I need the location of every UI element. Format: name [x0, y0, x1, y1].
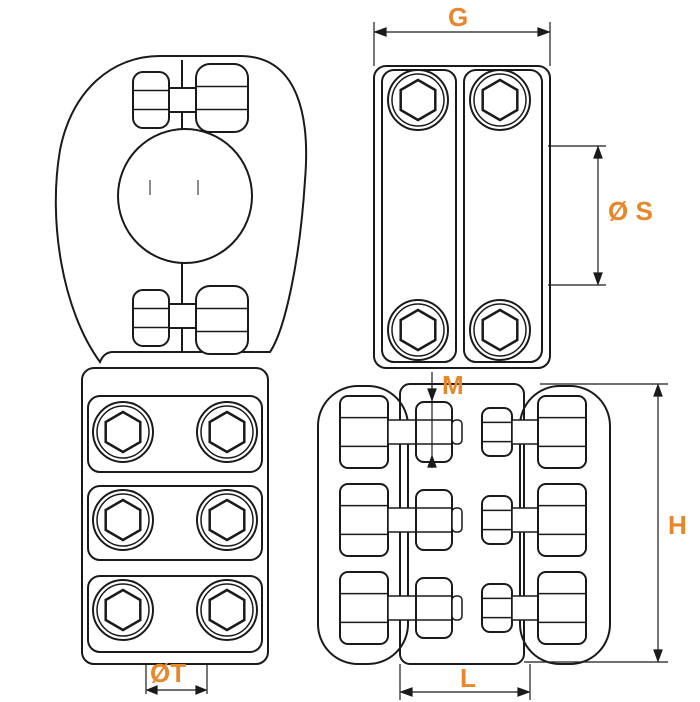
bolt-shank — [387, 419, 417, 445]
h-arrow-top — [653, 383, 663, 397]
bolt-washer — [96, 405, 150, 459]
plate-pad — [87, 485, 263, 561]
pipe-bore-circle — [117, 128, 253, 264]
side-hex-nut — [537, 571, 587, 645]
bolt-washer — [473, 303, 527, 357]
bolt-shank — [387, 595, 417, 621]
bolt-shank — [511, 419, 539, 445]
t-arrow-left — [145, 685, 158, 695]
side-hex-nut — [537, 395, 587, 469]
bolt-shank — [168, 87, 197, 113]
bottom-bolt-group — [132, 285, 249, 355]
side-hex-nut — [481, 583, 513, 633]
plate-pad — [87, 575, 263, 653]
dimension-label-h: H — [668, 510, 687, 540]
bolt-washer — [96, 583, 150, 637]
hex-socket — [399, 308, 437, 352]
hex-nut — [195, 63, 249, 133]
hex-nut — [132, 289, 170, 347]
hex-socket — [481, 78, 519, 122]
bolt-washer — [200, 493, 254, 547]
side-hex-nut — [481, 495, 513, 545]
side-hex-nut — [537, 483, 587, 557]
top-bolt-group — [132, 63, 249, 133]
side-hex-nut — [481, 407, 513, 457]
plate-pad — [87, 395, 263, 473]
m-arrow-top — [427, 388, 437, 402]
dimension-label-l: L — [460, 663, 476, 693]
back-plate-outline — [373, 65, 551, 369]
bolt-shank — [511, 595, 539, 621]
hex-socket — [104, 498, 142, 542]
bolt-layer — [92, 69, 587, 645]
bolt-washer — [473, 73, 527, 127]
hex-socket — [104, 588, 142, 632]
side-hex-nut — [339, 395, 389, 469]
dimension-lines — [145, 22, 668, 700]
dimension-label-g: G — [448, 2, 469, 32]
m-arrow-bottom — [427, 454, 437, 468]
l-arrow-left — [399, 687, 413, 697]
bolt-tip — [451, 595, 463, 621]
bolt-washer — [200, 405, 254, 459]
dimension-label-s: Ø S — [608, 196, 653, 226]
l-arrow-right — [517, 687, 531, 697]
g-arrow-left — [373, 27, 387, 37]
h-arrow-bottom — [653, 649, 663, 663]
left-view-clamp — [54, 55, 308, 665]
side-hex-nut — [415, 489, 453, 551]
bolt-shank — [387, 507, 417, 533]
bolt-washer — [200, 583, 254, 637]
bolt-shank — [168, 303, 197, 329]
bolt-washer — [96, 493, 150, 547]
hex-socket — [399, 78, 437, 122]
side-hex-nut — [339, 483, 389, 557]
hex-socket — [208, 410, 246, 454]
dimension-label-m: M — [442, 370, 464, 400]
bolt-washer — [391, 73, 445, 127]
hex-socket — [208, 588, 246, 632]
t-arrow-right — [195, 685, 208, 695]
hex-socket — [208, 498, 246, 542]
hex-nut — [132, 71, 170, 129]
side-hex-nut — [339, 571, 389, 645]
saddle-body-outline — [54, 55, 308, 365]
bolt-washer — [391, 303, 445, 357]
dimension-label-t: ØT — [150, 658, 187, 688]
bolt-tip — [451, 507, 463, 533]
s-arrow-bottom — [593, 272, 603, 286]
hex-socket — [481, 308, 519, 352]
side-hex-nut — [415, 401, 453, 463]
g-arrow-right — [537, 27, 551, 37]
hex-nut — [195, 285, 249, 355]
hex-socket — [104, 410, 142, 454]
bolt-shank — [511, 507, 539, 533]
side-hex-nut — [415, 577, 453, 639]
bolt-tip — [451, 419, 463, 445]
s-arrow-top — [593, 145, 603, 159]
